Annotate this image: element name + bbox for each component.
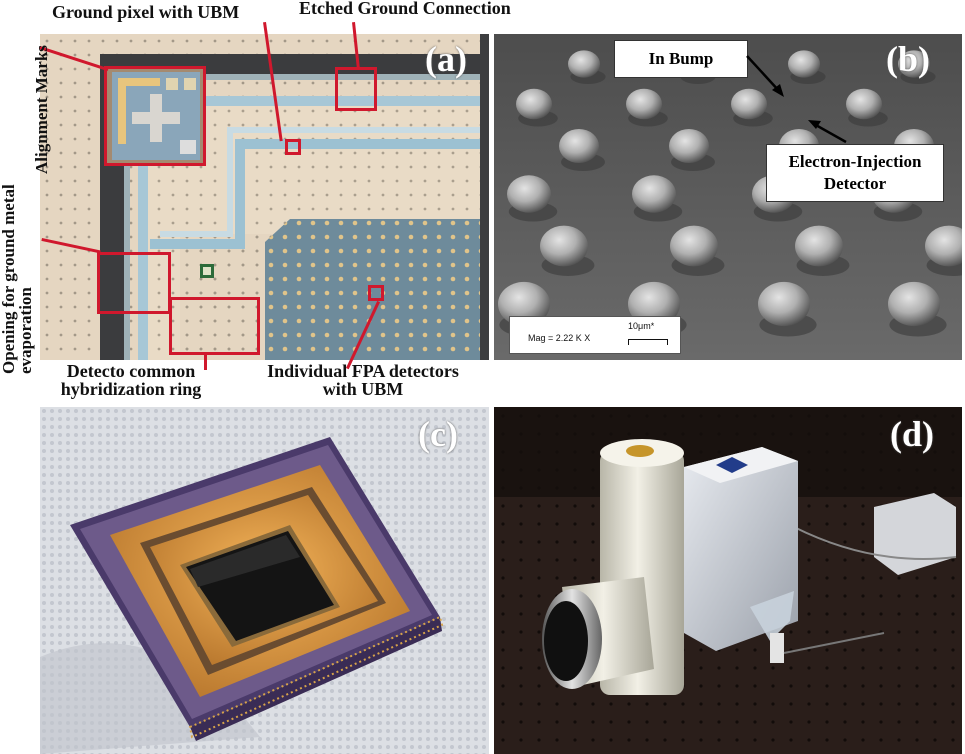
in-bump-callout: In Bump	[614, 40, 748, 78]
indium-bump	[507, 175, 551, 213]
label-detector-ring: Detecto common hybridization ring	[36, 362, 226, 398]
panel-b-sem-image: (b) In Bump Electron-Injection Detector …	[494, 34, 962, 360]
indium-bump	[516, 88, 552, 120]
label-individual-fpa: Individual FPA detectors with UBM	[258, 362, 468, 398]
indium-bump	[559, 129, 599, 163]
label-alignment-marks: Alignment Marks	[32, 45, 51, 174]
panel-b-letter: (b)	[886, 39, 930, 79]
indium-bump	[540, 225, 588, 267]
eid-label-line1: Electron-Injection	[788, 152, 922, 171]
sem-mag-label: Mag = 2.22 K X	[528, 333, 591, 343]
indium-bump	[888, 281, 940, 327]
etched-ground-box	[335, 67, 377, 111]
panel-d-photo: (d)	[494, 407, 962, 754]
label-ground-pixel: Ground pixel with UBM	[52, 2, 240, 22]
label-detector-ring-text: Detecto common hybridization ring	[60, 361, 202, 399]
hybridization-ring-box	[169, 297, 260, 355]
indium-bump	[632, 175, 676, 213]
panel-c-image	[40, 407, 489, 754]
panel-a-letter: (a)	[425, 39, 467, 79]
label-etched-ground: Etched Ground Connection	[299, 0, 511, 18]
eid-label-line2: Detector	[823, 174, 887, 193]
panel-c-letter: (c)	[418, 414, 458, 454]
indium-bump	[669, 129, 709, 163]
indium-bump	[628, 281, 680, 327]
indium-bump	[925, 225, 962, 267]
fpa-detector-box	[368, 285, 384, 301]
panel-d-letter: (d)	[890, 414, 934, 454]
panel-a-micrograph: (a)	[40, 34, 489, 360]
indium-bump	[498, 281, 550, 327]
panel-b-arrows	[746, 55, 847, 144]
sem-scale-label: 10μm*	[628, 321, 655, 331]
indium-bump	[795, 225, 843, 267]
panel-c-photo: (c)	[40, 407, 489, 754]
sem-scale-box: Mag = 2.22 K X 10μm*	[509, 316, 681, 354]
indium-bump	[788, 50, 820, 78]
panel-d-image	[494, 407, 962, 754]
label-individual-fpa-text: Individual FPA detectors with UBM	[267, 361, 459, 399]
in-bump-label: In Bump	[648, 49, 714, 68]
eid-callout: Electron-Injection Detector	[766, 144, 944, 202]
indium-bump	[758, 281, 810, 327]
label-opening-ground-text: Opening for ground metal evaporation	[0, 184, 35, 374]
label-opening-ground: Opening for ground metal evaporation	[0, 164, 35, 374]
opening-ground-box	[97, 252, 171, 314]
indium-bump	[731, 88, 767, 120]
indium-bump	[626, 88, 662, 120]
alignment-marks-box	[104, 66, 206, 166]
ground-pixel-box	[285, 139, 301, 155]
sem-scale-bar	[628, 339, 668, 345]
indium-bump	[670, 225, 718, 267]
indium-bump	[568, 50, 600, 78]
indium-bump	[898, 50, 930, 78]
panel-a-image	[40, 34, 489, 360]
indium-bump	[846, 88, 882, 120]
